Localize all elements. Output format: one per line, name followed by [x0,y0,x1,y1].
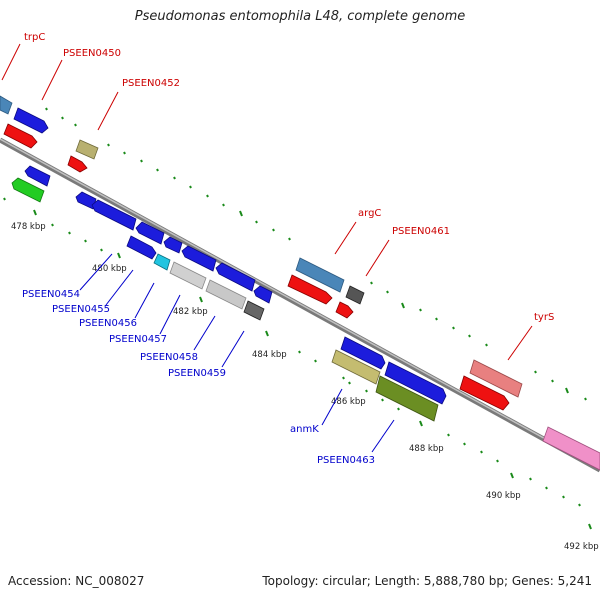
kbp-label-484: 484 kbp [252,350,287,360]
gene-PSEEN0455[interactable] [153,253,171,271]
kbp-label-490: 490 kbp [486,491,521,501]
kbp-label-482: 482 kbp [173,307,208,317]
gene-blue-r3[interactable] [135,221,165,245]
gene-green-r0[interactable] [11,177,45,203]
label-PSEEN0455[interactable]: PSEEN0455 [52,304,110,315]
label-PSEEN0452[interactable]: PSEEN0452 [122,78,180,89]
gene-blue-r9[interactable] [384,361,447,405]
label-trpC[interactable]: trpC [24,32,45,43]
gene-red-1[interactable] [67,155,88,173]
inner-tick-track [3,197,592,530]
kbp-label-492: 492 kbp [564,542,599,552]
gene-blue-r5[interactable] [181,245,217,272]
gene-red-3[interactable] [335,301,354,319]
gene-anmK[interactable] [331,349,381,385]
label-PSEEN0454[interactable]: PSEEN0454 [22,289,80,300]
gene-blue-r0[interactable] [24,165,51,187]
gene-red-2[interactable] [287,274,333,305]
label-tyrS[interactable]: tyrS [534,312,554,323]
genome-backbone [0,137,600,473]
label-PSEEN0450[interactable]: PSEEN0450 [63,48,121,59]
kbp-label-488: 488 kbp [409,444,444,454]
kbp-label-478: 478 kbp [11,222,46,232]
kbp-label-480: 480 kbp [92,264,127,274]
label-PSEEN0461[interactable]: PSEEN0461 [392,226,450,237]
label-PSEEN0463[interactable]: PSEEN0463 [317,455,375,466]
gene-blue-r7[interactable] [253,285,273,304]
gene-PSEEN0463[interactable] [375,375,439,422]
gene-pink-r0[interactable] [542,426,600,471]
gene-blue-r1[interactable] [75,191,97,210]
gene-PSEEN0458[interactable] [243,300,265,321]
gene-red-4[interactable] [459,375,510,411]
label-PSEEN0457[interactable]: PSEEN0457 [109,334,167,345]
reverse-strand-genes [11,165,600,471]
gene-red-0[interactable] [3,123,38,149]
gene-PSEEN0452[interactable] [75,139,99,160]
gene-PSEEN0456[interactable] [169,261,207,290]
forward-strand-genes [0,95,523,411]
blue-callouts [79,253,395,453]
outer-tick-track [45,107,587,401]
label-PSEEN0456[interactable]: PSEEN0456 [79,318,137,329]
gene-blue-r6[interactable] [215,262,256,292]
map-title: Pseudomonas entomophila L48, complete ge… [134,9,466,24]
gene-tyrS[interactable] [469,359,523,398]
kbp-label-486: 486 kbp [331,397,366,407]
gene-PSEEN0454[interactable] [126,235,157,260]
accession-text: Accession: NC_008027 [8,574,145,588]
gene-blue-r2[interactable] [91,199,137,231]
label-PSEEN0459[interactable]: PSEEN0459 [168,368,226,379]
gene-PSEEN0457[interactable] [205,279,247,310]
gene-PSEEN0450[interactable] [13,107,49,134]
gene-blue-r8[interactable] [340,336,386,370]
label-anmK[interactable]: anmK [290,424,319,435]
genome-backbone-highlight [0,138,600,470]
topology-text: Topology: circular; Length: 5,888,780 bp… [262,574,592,588]
gene-blue-r4[interactable] [163,236,183,254]
label-argC[interactable]: argC [358,208,381,219]
gene-argC[interactable] [295,257,345,293]
red-callouts [1,43,533,361]
label-PSEEN0458[interactable]: PSEEN0458 [140,352,198,363]
gene-trpC[interactable] [0,95,13,115]
gene-PSEEN0461[interactable] [345,285,365,305]
